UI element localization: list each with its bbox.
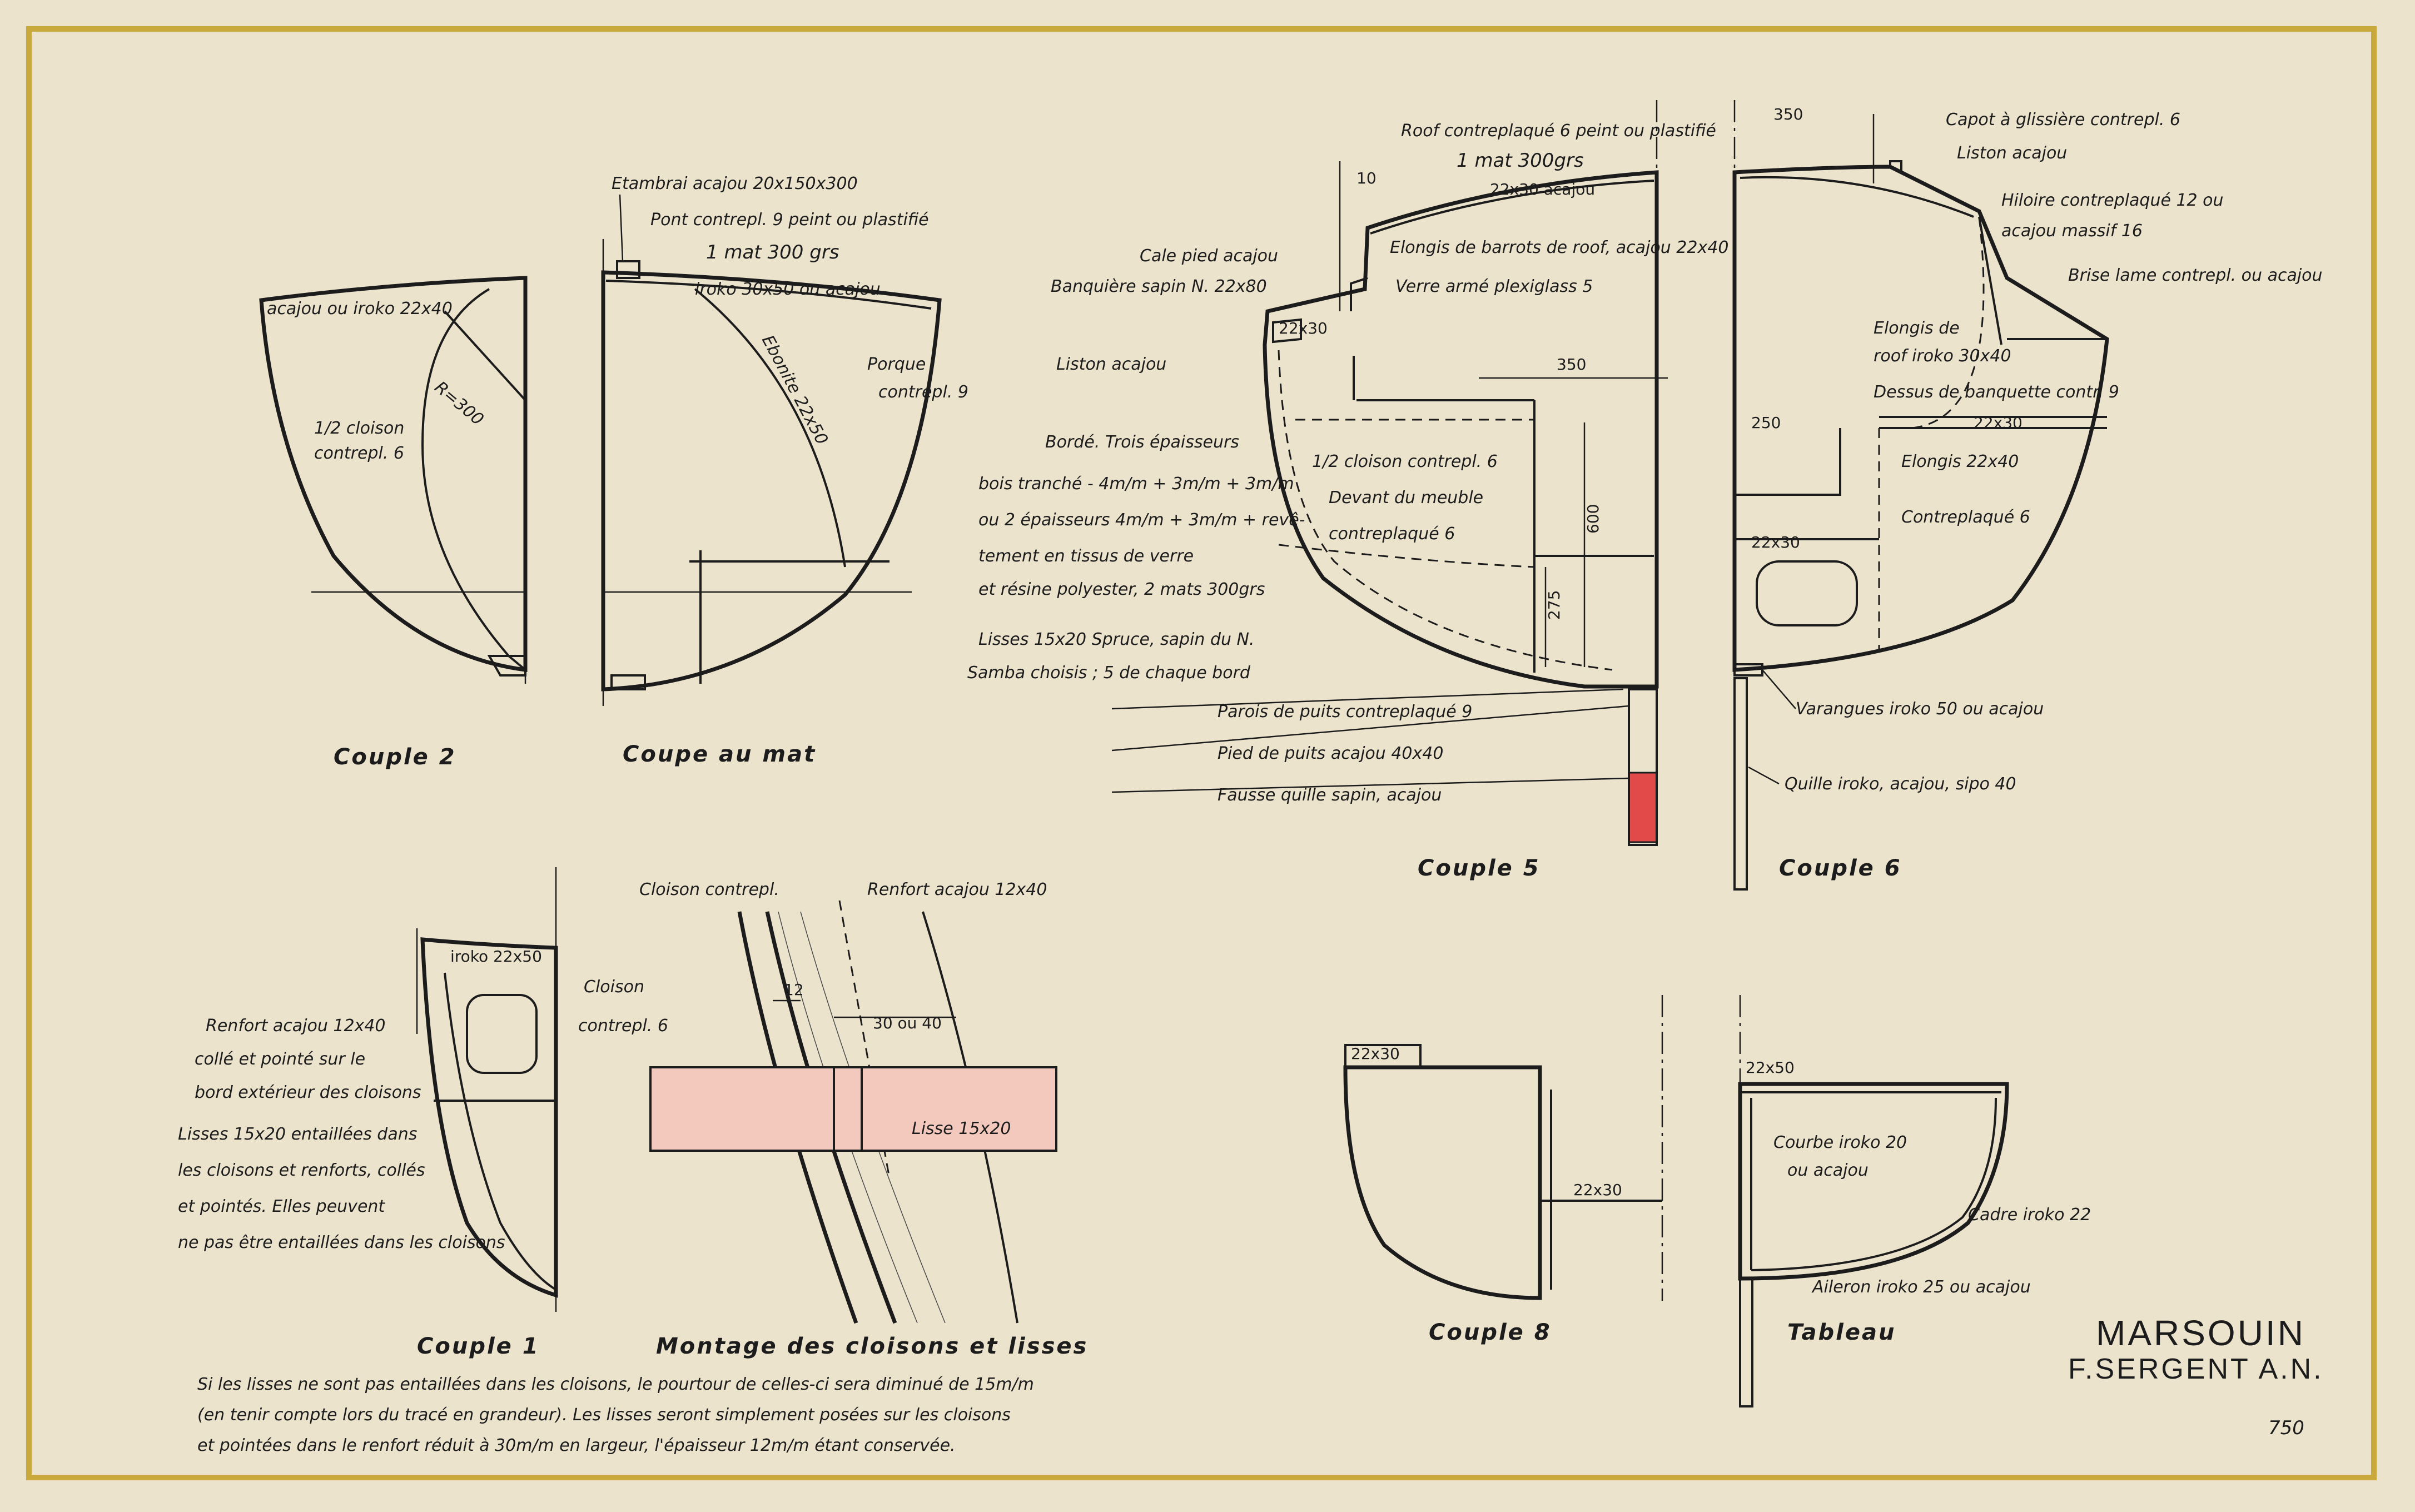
- montage-dim-30: 30 ou 40: [873, 1014, 942, 1032]
- tableau-courbe2-label: ou acajou: [1787, 1161, 1869, 1180]
- couple6-dim-2230b: 22x30: [1751, 533, 1800, 551]
- view-montage-detail: Cloison contrepl. Renfort acajou 12x40 1…: [639, 880, 1088, 1359]
- couple5-pied-label: Pied de puits acajou 40x40: [1218, 744, 1443, 763]
- notes-block: Si les lisses ne sont pas entaillées dan…: [197, 1375, 1034, 1455]
- couple6-hiloire1-label: Hiloire contreplaqué 12 ou: [2001, 191, 2224, 210]
- couple2-deck-beam-label: acajou ou iroko 22x40: [267, 299, 453, 319]
- couple6-quille-label: Quille iroko, acajou, sipo 40: [1785, 774, 2016, 794]
- couple5-lisses2-label: Samba choisis ; 5 de chaque bord: [967, 663, 1251, 683]
- couple1-cloison1-label: Cloison: [584, 977, 644, 997]
- couple5-cloison-label: 1/2 cloison contrepl. 6: [1312, 452, 1498, 471]
- couple5-puits-label: Parois de puits contreplaqué 9: [1218, 702, 1472, 722]
- tableau-caption: Tableau: [1787, 1320, 1896, 1345]
- couple8-mid-label: 22x30: [1573, 1181, 1622, 1199]
- couple5-borde2-label: bois tranché - 4m/m + 3m/m + 3m/m: [978, 474, 1294, 494]
- view-couple-1: iroko 22x50 Cloison contrepl. 6 Renfort …: [178, 867, 668, 1359]
- couple8-caption: Couple 8: [1429, 1320, 1552, 1345]
- couple5-dim-350: 350: [1557, 355, 1586, 374]
- couple6-capot-label: Capot à glissière contrepl. 6: [1946, 110, 2180, 130]
- couple1-renfort1-label: Renfort acajou 12x40: [206, 1016, 385, 1036]
- montage-cloison-label: Cloison contrepl.: [639, 880, 779, 899]
- coupe-mat-porque2-label: contrepl. 9: [878, 382, 968, 402]
- couple1-renfort2-label: collé et pointé sur le: [195, 1050, 365, 1069]
- couple5-dim-275: 275: [1545, 590, 1563, 620]
- couple6-varangues-label: Varangues iroko 50 ou acajou: [1796, 699, 2044, 719]
- couple5-borde4-label: tement en tissus de verre: [978, 546, 1194, 566]
- couple1-renfort3-label: bord extérieur des cloisons: [195, 1083, 421, 1102]
- view-couple-5: 10 350 600 275 Roof contreplaqué 6 peint…: [967, 100, 1728, 881]
- couple1-cloison2-label: contrepl. 6: [578, 1016, 668, 1036]
- couple6-elongis2-label: roof iroko 30x40: [1874, 346, 2011, 366]
- couple6-elongis22-label: Elongis 22x40: [1901, 452, 2019, 471]
- couple5-plexi-label: Verre armé plexiglass 5: [1395, 277, 1593, 296]
- sheet-border: [26, 26, 2377, 1480]
- couple5-cale-label: Cale pied acajou: [1140, 246, 1278, 266]
- couple5-banquiere-label: Banquière sapin N. 22x80: [1051, 277, 1267, 296]
- montage-lisse-label: Lisse 15x20: [912, 1119, 1011, 1138]
- couple5-caption: Couple 5: [1418, 856, 1541, 881]
- couple5-meuble1-label: Devant du meuble: [1329, 488, 1483, 508]
- couple5-meuble2-label: contreplaqué 6: [1329, 524, 1455, 544]
- coupe-mat-porque-label: Porque: [867, 355, 926, 374]
- couple5-roof-label: Roof contreplaqué 6 peint ou plastifié: [1401, 121, 1716, 141]
- couple5-borde3-label: ou 2 épaisseurs 4m/m + 3m/m + revê-: [978, 510, 1305, 530]
- couple5-borde5-label: et résine polyester, 2 mats 300grs: [978, 580, 1265, 599]
- couple5-liston-label: Liston acajou: [1056, 355, 1166, 374]
- view-tableau: 22x50 Courbe iroko 20 ou acajou Cadre ir…: [1738, 995, 2091, 1407]
- couple6-dim-350: 350: [1773, 105, 1803, 123]
- coupe-mat-mat-label: 1 mat 300 grs: [706, 241, 839, 263]
- note-line-1: Si les lisses ne sont pas entaillées dan…: [197, 1375, 1034, 1394]
- couple1-lisses4-label: ne pas être entaillées dans les cloisons: [178, 1233, 505, 1252]
- couple6-caption: Couple 6: [1779, 856, 1902, 881]
- note-line-2: (en tenir compte lors du tracé en grande…: [197, 1405, 1011, 1425]
- drawing-author: F.SERGENT A.N.: [2068, 1353, 2324, 1385]
- montage-renfort-label: Renfort acajou 12x40: [867, 880, 1047, 899]
- couple1-caption: Couple 1: [417, 1334, 540, 1359]
- couple8-top-label: 22x30: [1351, 1045, 1400, 1063]
- couple6-dessus-label: Dessus de banquette contr. 9: [1874, 382, 2119, 402]
- note-line-3: et pointées dans le renfort réduit à 30m…: [197, 1436, 956, 1455]
- coupe-mat-pont-label: Pont contrepl. 9 peint ou plastifié: [650, 210, 929, 230]
- couple6-dim-250: 250: [1751, 414, 1781, 432]
- couple5-roof-mat-label: 1 mat 300grs: [1457, 150, 1584, 172]
- couple6-contre6-label: Contreplaqué 6: [1901, 508, 2030, 527]
- view-couple-6: 350 250 22x30 22x30 Capot à glissière co…: [1732, 100, 2323, 891]
- couple6-liston-label: Liston acajou: [1957, 143, 2067, 163]
- couple6-elongis1-label: Elongis de: [1874, 319, 1960, 338]
- drawing-title: MARSOUIN: [2096, 1313, 2305, 1353]
- tableau-aileron-label: Aileron iroko 25 ou acajou: [1811, 1277, 2031, 1297]
- couple1-lisses3-label: et pointés. Elles peuvent: [178, 1197, 385, 1216]
- view-couple-8: 22x30 22x30 Couple 8: [1343, 995, 1663, 1345]
- couple5-dim-600: 600: [1584, 504, 1602, 534]
- couple5-roof-beam-label: 22x30 acajou: [1490, 180, 1595, 198]
- tableau-top-label: 22x50: [1746, 1058, 1795, 1077]
- montage-caption: Montage des cloisons et lisses: [656, 1334, 1088, 1359]
- coupe-mat-iroko-label: iroko 30x50 ou acajou: [695, 280, 881, 299]
- couple5-borde1-label: Bordé. Trois épaisseurs: [1045, 432, 1239, 452]
- couple5-cale-dim: 22x30: [1279, 319, 1328, 337]
- couple6-hiloire2-label: acajou massif 16: [2001, 221, 2143, 241]
- coupe-mat-etambrai-label: Etambrai acajou 20x150x300: [612, 174, 858, 193]
- tableau-cadre-label: Cadre iroko 22: [1968, 1205, 2091, 1225]
- couple6-brise-label: Brise lame contrepl. ou acajou: [2068, 266, 2323, 285]
- couple2-caption: Couple 2: [334, 744, 456, 770]
- couple5-lisses1-label: Lisses 15x20 Spruce, sapin du N.: [978, 630, 1255, 649]
- coupe-mat-caption: Coupe au mat: [623, 742, 816, 767]
- couple6-dim-2230: 22x30: [1974, 414, 2023, 432]
- couple5-elongis-roof-label: Elongis de barrots de roof, acajou 22x40: [1390, 238, 1728, 257]
- tableau-courbe1-label: Courbe iroko 20: [1773, 1133, 1907, 1152]
- couple1-lisses1-label: Lisses 15x20 entaillées dans: [178, 1125, 417, 1144]
- couple2-bulkhead-label: 1/2 cloison: [314, 419, 404, 438]
- sheet-number: 750: [2268, 1417, 2304, 1439]
- couple2-bulkhead2-label: contrepl. 6: [314, 444, 404, 463]
- couple1-iroko-label: iroko 22x50: [450, 947, 542, 966]
- montage-dim-12: 12: [784, 981, 804, 999]
- couple1-lisses2-label: les cloisons et renforts, collés: [178, 1161, 425, 1180]
- couple5-dim-10: 10: [1356, 169, 1377, 187]
